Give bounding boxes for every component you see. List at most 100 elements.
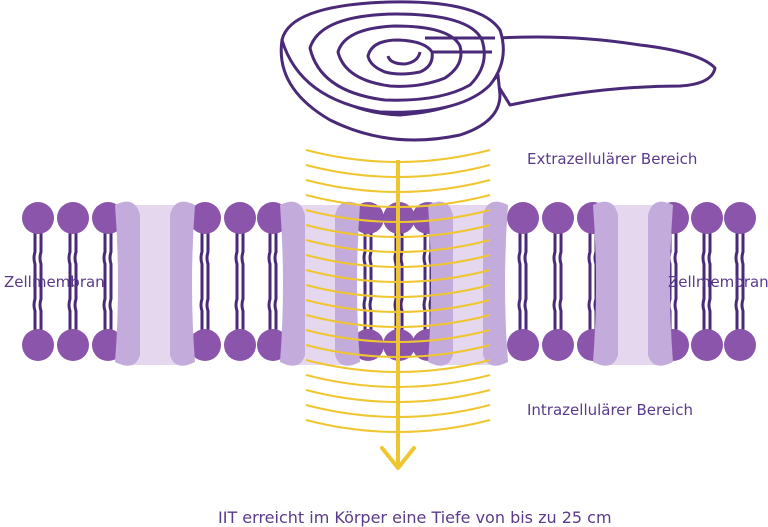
lipid-tail xyxy=(558,232,563,286)
lipid-head xyxy=(542,329,574,361)
channel-wall xyxy=(483,201,508,366)
lipid-tail xyxy=(740,277,745,331)
lipid-tail xyxy=(523,277,528,331)
lipid-pair xyxy=(507,202,539,361)
channel-wall xyxy=(648,201,673,366)
coil-ring xyxy=(308,12,486,102)
lipid-head xyxy=(352,329,384,361)
lipid-tail xyxy=(267,277,272,331)
lipid-tail xyxy=(393,277,398,331)
lipid-tail xyxy=(240,277,245,331)
lipid-tail xyxy=(734,277,739,331)
membrane-label-right: Zellmembran xyxy=(668,273,768,291)
lipid-tail xyxy=(368,277,373,331)
lipid-tail xyxy=(102,232,107,286)
lipid-tail xyxy=(517,232,522,286)
lipid-head xyxy=(542,202,574,234)
extracellular-label: Extrazellulärer Bereich xyxy=(527,150,698,168)
lipid-head xyxy=(224,329,256,361)
lipid-tail xyxy=(399,277,404,331)
lipid-tail xyxy=(273,277,278,331)
lipid-tail xyxy=(199,277,204,331)
lipid-head xyxy=(691,202,723,234)
lipid-pair xyxy=(189,202,221,361)
caption: IIT erreicht im Körper eine Tiefe von bi… xyxy=(218,508,612,527)
lipid-head xyxy=(57,329,89,361)
coil-ring xyxy=(366,38,434,76)
lipid-tail xyxy=(38,232,43,286)
lipid-tail xyxy=(38,277,43,331)
lipid-tail xyxy=(73,277,78,331)
lipid-tail xyxy=(234,232,239,286)
lipid-pair xyxy=(691,202,723,361)
lipid-pair xyxy=(542,202,574,361)
lipid-pair xyxy=(57,202,89,361)
lipid-tail xyxy=(273,232,278,286)
lipid-tail xyxy=(517,277,522,331)
lipid-pair xyxy=(224,202,256,361)
membrane-label-left: Zellmembran xyxy=(4,273,105,291)
lipid-head xyxy=(224,202,256,234)
channel-wall xyxy=(280,201,305,366)
ion-channel xyxy=(115,201,195,366)
lipid-tail xyxy=(587,232,592,286)
ion-channel xyxy=(593,201,673,366)
lipid-tail xyxy=(32,232,37,286)
lipid-tail xyxy=(199,232,204,286)
arrow-down-icon xyxy=(380,160,416,470)
lipid-head xyxy=(507,329,539,361)
lipid-tail xyxy=(102,277,107,331)
lipid-tail xyxy=(552,232,557,286)
lipid-tail xyxy=(422,232,427,286)
lipid-tail xyxy=(734,232,739,286)
lipid-tail xyxy=(67,232,72,286)
lipid-tail xyxy=(701,232,706,286)
lipid-tail xyxy=(362,277,367,331)
channel-wall xyxy=(335,201,360,366)
lipid-tail xyxy=(73,232,78,286)
lipid-head xyxy=(22,329,54,361)
lipid-head xyxy=(691,329,723,361)
lipid-tail xyxy=(267,232,272,286)
lipid-tail xyxy=(32,277,37,331)
lipid-tail xyxy=(673,232,678,286)
lipid-tail xyxy=(108,232,113,286)
lipid-tail xyxy=(673,277,678,331)
lipid-head xyxy=(724,202,756,234)
lipid-pair xyxy=(724,202,756,361)
lipid-head xyxy=(189,202,221,234)
lipid-tail xyxy=(205,277,210,331)
lipid-tail xyxy=(740,232,745,286)
lipid-tail xyxy=(587,277,592,331)
channel-wall xyxy=(593,201,618,366)
coil-handle xyxy=(468,35,717,107)
channel-wall xyxy=(115,201,140,366)
lipid-tail xyxy=(368,232,373,286)
lipid-tail xyxy=(108,277,113,331)
lipid-tail xyxy=(707,277,712,331)
lipid-tail xyxy=(707,232,712,286)
lipid-head xyxy=(724,329,756,361)
lipid-tail xyxy=(67,277,72,331)
lipid-head xyxy=(507,202,539,234)
ion-channel xyxy=(280,201,360,366)
coil-center xyxy=(386,51,422,66)
lipid-head xyxy=(57,202,89,234)
lipid-pair xyxy=(22,202,54,361)
arrow-head xyxy=(380,446,416,470)
lipid-tail xyxy=(362,232,367,286)
lipid-tail xyxy=(558,277,563,331)
lipid-tail xyxy=(422,277,427,331)
lipid-tail xyxy=(523,232,528,286)
ion-channel xyxy=(428,201,508,366)
coil-ring xyxy=(336,24,463,88)
lipid-tail xyxy=(552,277,557,331)
lipid-head xyxy=(189,329,221,361)
channel-wall xyxy=(170,201,195,366)
lipid-tail xyxy=(205,232,210,286)
magnetic-coil-icon xyxy=(279,0,717,142)
lipid-head xyxy=(352,202,384,234)
intracellular-label: Intrazellulärer Bereich xyxy=(527,401,693,419)
lipid-head xyxy=(22,202,54,234)
